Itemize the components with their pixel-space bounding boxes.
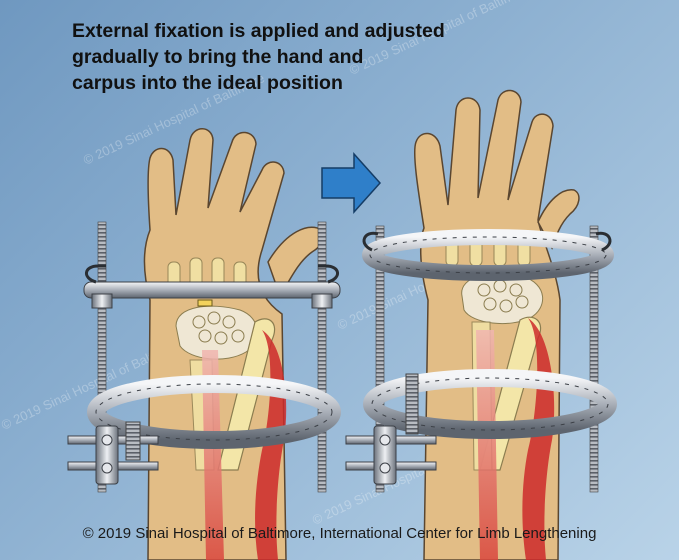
rod-right-before [317, 221, 327, 493]
carpals-before [175, 305, 258, 360]
caption-line-3: carpus into the ideal position [72, 72, 343, 94]
clamp-before [67, 421, 159, 485]
clamp-after [345, 373, 437, 485]
caption-line-2: gradually to bring the hand and [72, 46, 364, 68]
hand-before [67, 128, 341, 560]
caption-title: External fixation is applied and adjuste… [72, 18, 542, 96]
artery-after-1 [476, 330, 498, 560]
rod-right-after [589, 225, 599, 493]
rod-left-after [375, 225, 385, 493]
hand-after [345, 89, 617, 560]
rod-left-before [97, 221, 107, 493]
copyright-footer: © 2019 Sinai Hospital of Baltimore, Inte… [82, 525, 597, 542]
artery-before-1 [202, 350, 224, 560]
arrow-icon [321, 152, 382, 214]
carpals-after [461, 272, 544, 324]
top-bar-before [83, 281, 341, 299]
caption-line-1: External fixation is applied and adjuste… [72, 20, 445, 42]
